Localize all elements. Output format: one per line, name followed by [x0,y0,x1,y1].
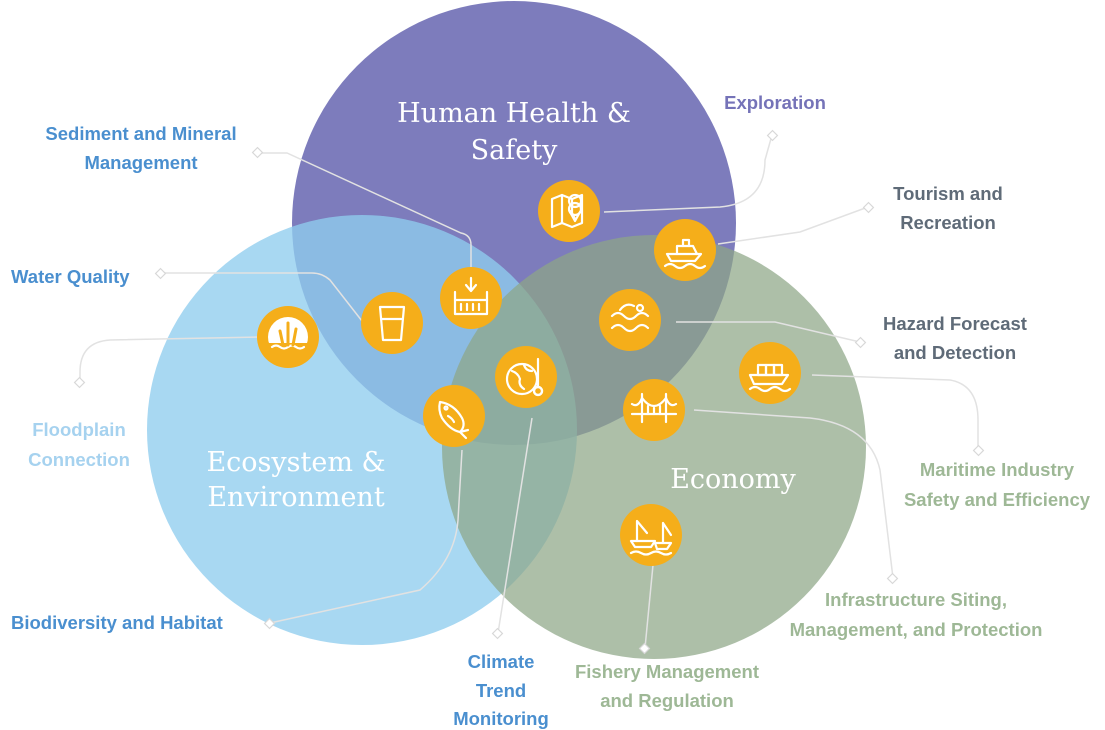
connector-fishery [644,564,654,649]
label-maritime-line1: Maritime Industry [920,459,1075,480]
label-floodplain-line1: Floodplain [32,419,126,440]
label-fishery-line1: Fishery Management [575,661,759,682]
connector-floodplain [79,336,261,382]
fishing-boats-icon [620,504,682,566]
label-floodplain-line2: Connection [28,449,130,470]
label-sediment: Sediment and Mineral Management [45,123,236,173]
economy-title: Economy [670,464,796,495]
dot-exploration [766,129,779,142]
connector-maritime [811,374,979,450]
label-water-quality: Water Quality [11,266,130,287]
label-tourism-line1: Tourism and [893,183,1003,204]
label-fishery-line2: and Regulation [600,690,734,711]
label-hazard-line2: and Detection [894,342,1016,363]
dot-floodplain [73,376,86,389]
label-maritime: Maritime Industry Safety and Efficiency [904,459,1091,510]
dot-sediment [251,146,264,159]
label-hazard: Hazard Forecast and Detection [883,313,1027,363]
cargo-ship-icon [739,342,801,404]
connector-exploration [603,134,773,213]
connector-climate [497,417,533,634]
dot-infrastructure [886,572,899,585]
connector-hazard [676,321,861,343]
label-infrastructure-line2: Management, and Protection [790,619,1043,640]
label-maritime-line2: Safety and Efficiency [904,489,1091,510]
label-fishery: Fishery Management and Regulation [575,661,759,711]
label-climate-line1: Climate [468,651,535,672]
label-climate: Climate Trend Monitoring [453,651,549,729]
map-pin-icon [538,180,600,242]
label-climate-line2: Trend [476,680,526,701]
bridge-icon [623,379,685,441]
label-biodiversity: Biodiversity and Habitat [11,612,223,633]
ecosystem-title-line1: Ecosystem & [206,447,385,478]
label-sediment-line1: Sediment and Mineral [45,123,236,144]
label-infrastructure-line1: Infrastructure Siting, [825,589,1007,610]
dot-biodiversity [263,617,276,630]
reeds-icon [257,306,319,368]
dot-tourism [862,201,875,214]
label-climate-line3: Monitoring [453,708,549,729]
label-hazard-line1: Hazard Forecast [883,313,1027,334]
connectors [79,134,979,649]
connector-dots [73,129,985,655]
label-sediment-line2: Management [84,152,197,173]
fish-icon [423,385,485,447]
dot-climate [491,627,504,640]
label-exploration: Exploration [724,92,826,113]
health-title-line1: Human Health & [397,98,631,129]
connector-tourism [717,206,869,245]
connector-infrastructure [693,409,894,579]
connector-sediment [258,152,472,270]
dot-maritime [972,444,985,457]
health-title-line2: Safety [471,135,558,166]
economy-circle [442,235,866,659]
connector-biodiversity [269,449,463,624]
label-infrastructure: Infrastructure Siting, Management, and P… [790,589,1043,640]
connector-water-quality [160,272,363,322]
sediment-icon [440,267,502,329]
dot-fishery [638,642,651,655]
boat-icon [654,219,716,281]
water-glass-icon [361,292,423,354]
dot-water-quality [154,267,167,280]
ecosystem-title-line2: Environment [207,482,385,513]
wave-swimmer-icon [599,289,661,351]
dot-hazard [854,336,867,349]
label-floodplain: Floodplain Connection [28,419,130,470]
globe-thermometer-icon [495,346,557,408]
label-tourism: Tourism and Recreation [893,183,1003,233]
label-tourism-line2: Recreation [900,212,996,233]
